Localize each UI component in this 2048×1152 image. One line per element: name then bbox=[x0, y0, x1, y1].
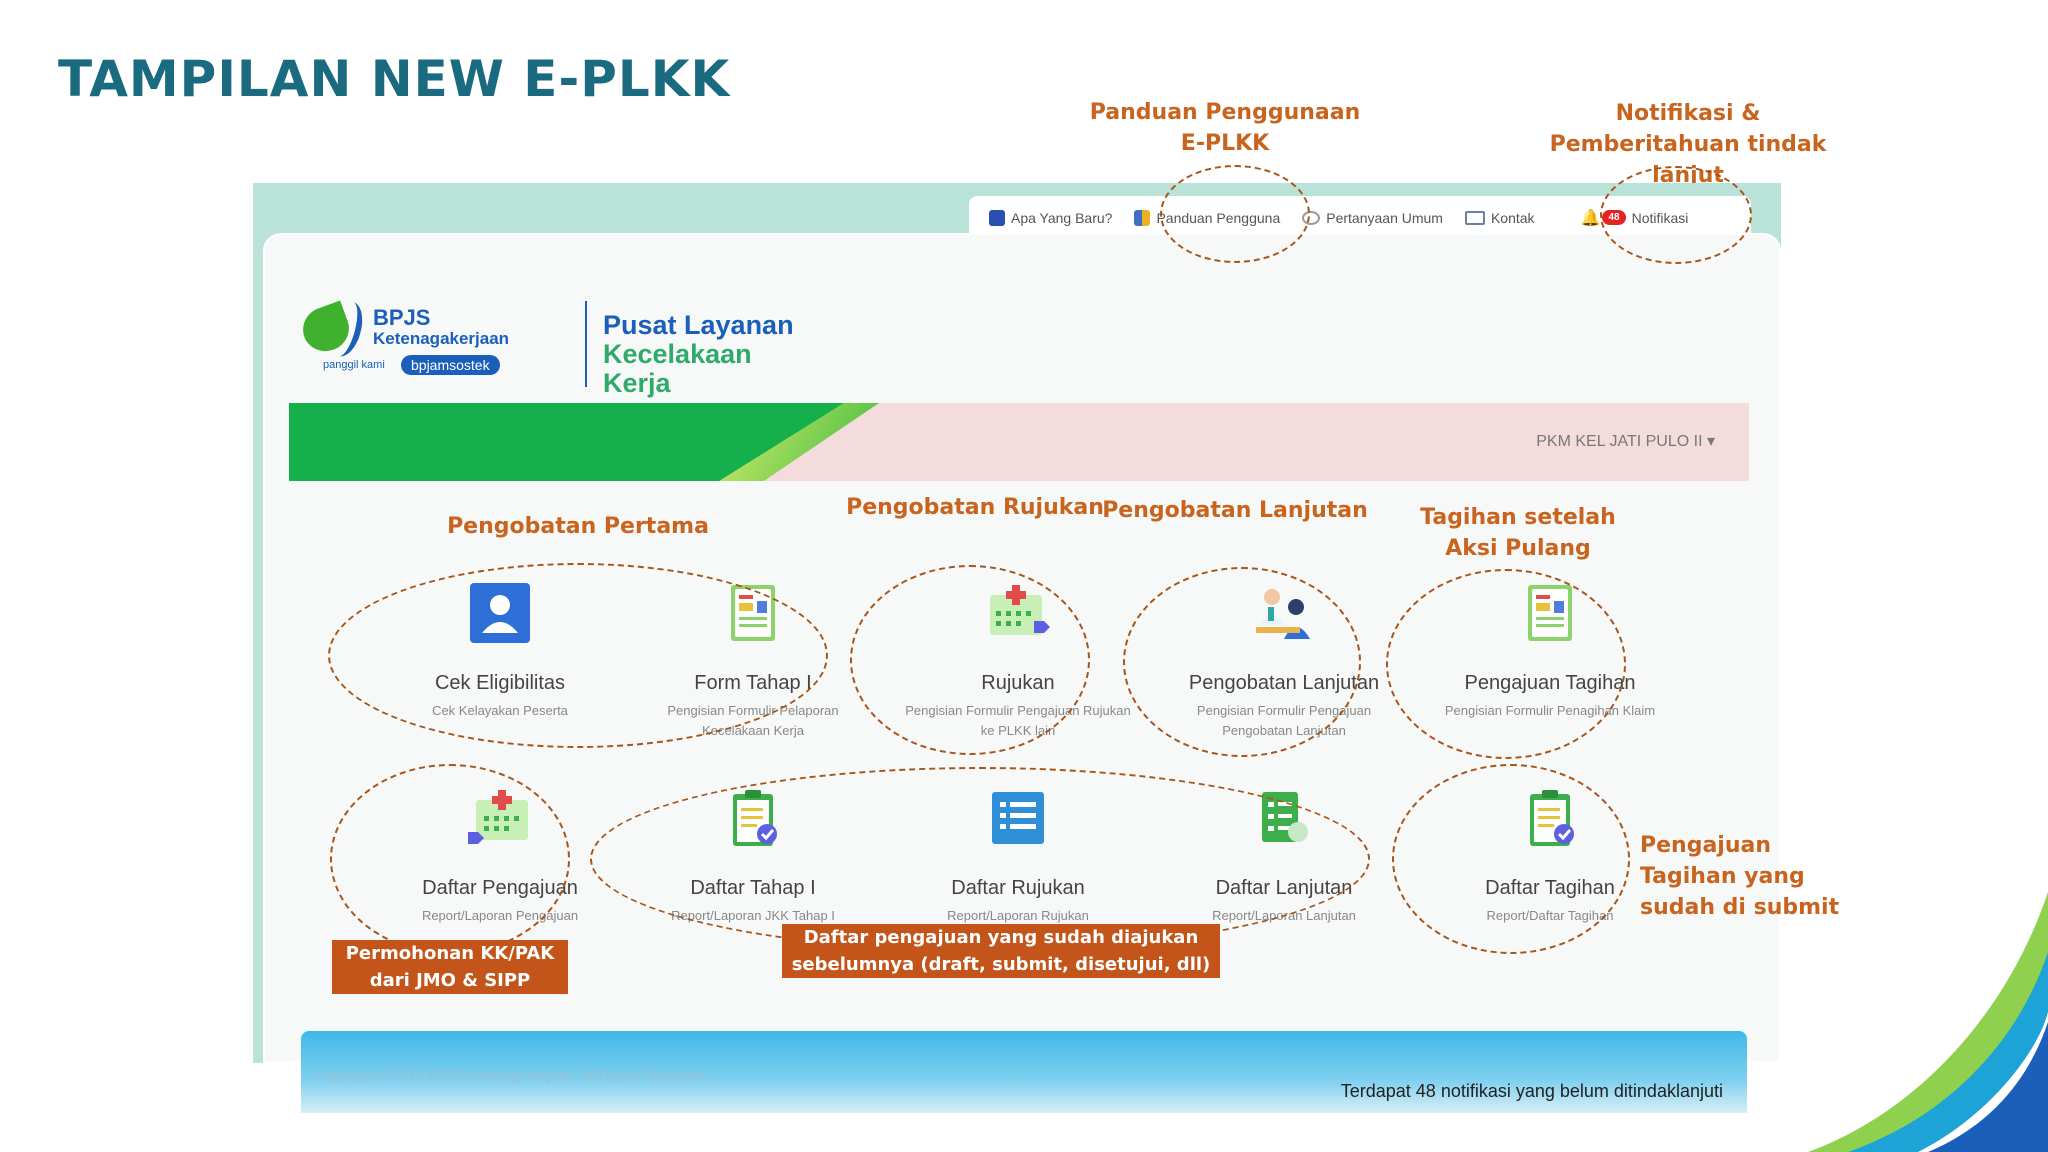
brand-bpjs: BPJS bbox=[373, 305, 431, 330]
callout-pengobatan-lanjutan: Pengobatan Lanjutan bbox=[1102, 498, 1368, 523]
eplkk-screenshot: Apa Yang Baru? Panduan Pengguna Pertanya… bbox=[253, 183, 1781, 1113]
hospital-referral-icon bbox=[990, 585, 1050, 635]
tile-pengobatan-lanjutan[interactable]: Pengobatan Lanjutan Pengisian Formulir P… bbox=[1169, 581, 1399, 741]
checklist-icon bbox=[1262, 792, 1308, 842]
tile-title: Daftar Tagihan bbox=[1485, 877, 1615, 899]
form-2-icon bbox=[1528, 585, 1572, 641]
tile-subtitle: Cek Kelayakan Peserta bbox=[432, 703, 568, 718]
tile-title: Daftar Lanjutan bbox=[1215, 877, 1353, 899]
main-panel: BPJS Ketenagakerjaan panggil kami bpjams… bbox=[263, 233, 1781, 1113]
callout-pengobatan-rujukan: Pengobatan Rujukan bbox=[846, 495, 1104, 520]
tile-title: Cek Eligibilitas bbox=[434, 672, 566, 694]
note-permohonan-text: Permohonan KK/PAK dari JMO & SIPP bbox=[345, 943, 555, 991]
nav-label: Notifikasi bbox=[1631, 209, 1689, 226]
tile-subtitle: Pengisian Formulir Pengajuan Rujukan ke … bbox=[905, 703, 1131, 738]
tile-title: Pengajuan Tagihan bbox=[1464, 672, 1636, 694]
tile-rujukan[interactable]: Rujukan Pengisian Formulir Pengajuan Ruj… bbox=[903, 581, 1133, 741]
tile-daftar-tahap-1[interactable]: Daftar Tahap I Report/Laporan JKK Tahap … bbox=[638, 786, 868, 926]
tile-subtitle: Report/Laporan Lanjutan bbox=[1212, 908, 1356, 923]
tile-subtitle: Report/Laporan Rujukan bbox=[947, 908, 1089, 923]
tile-daftar-lanjutan[interactable]: Daftar Lanjutan Report/Laporan Lanjutan bbox=[1169, 786, 1399, 926]
note-permohonan: Permohonan KK/PAK dari JMO & SIPP bbox=[332, 940, 568, 994]
note-daftar-pengajuan: Daftar pengajuan yang sudah diajukan seb… bbox=[782, 924, 1220, 978]
nav-pertanyaan-umum[interactable]: Pertanyaan Umum bbox=[1302, 210, 1443, 226]
tile-subtitle: Pengisian Formulir Penagihan Klaim bbox=[1444, 703, 1656, 718]
brand-divider bbox=[585, 301, 587, 387]
tile-title: Pengobatan Lanjutan bbox=[1188, 672, 1380, 694]
chat-bubble-icon bbox=[1302, 210, 1321, 225]
caret-down-icon: ▾ bbox=[1706, 433, 1715, 450]
tile-subtitle: Pengisian Formulir Pengajuan Pengobatan … bbox=[1196, 703, 1372, 738]
bell-icon: 🔔 bbox=[1580, 209, 1601, 227]
brand-jamsostek: bpjamsostek bbox=[401, 355, 500, 375]
nav-panduan-pengguna[interactable]: Panduan Pengguna bbox=[1134, 209, 1281, 226]
brand-ketenagakerjaan: Ketenagakerjaan bbox=[373, 329, 510, 348]
user-name: PKM KEL JATI PULO II bbox=[1536, 433, 1703, 450]
callout-notifikasi: Notifikasi & Pemberitahuan tindak lanjut bbox=[1549, 101, 1827, 188]
tile-subtitle: Report/Laporan JKK Tahap I bbox=[671, 908, 835, 923]
tile-daftar-rujukan[interactable]: Daftar Rujukan Report/Laporan Rujukan bbox=[903, 786, 1133, 926]
nav-label: Panduan Pengguna bbox=[1156, 209, 1281, 226]
nav-kontak[interactable]: Kontak bbox=[1464, 209, 1535, 226]
tile-pengajuan-tagihan[interactable]: Pengajuan Tagihan Pengisian Formulir Pen… bbox=[1435, 581, 1665, 721]
slide-title: TAMPILAN NEW E-PLKK bbox=[58, 50, 731, 108]
nav-apa-yang-baru[interactable]: Apa Yang Baru? bbox=[989, 209, 1113, 226]
tile-subtitle: Report/Laporan Pengajuan bbox=[421, 908, 579, 923]
top-navigation: Apa Yang Baru? Panduan Pengguna Pertanya… bbox=[969, 196, 1751, 239]
footer-bar: Copyright © 2014 BPJS Ketenagakerjaan. A… bbox=[301, 1031, 1747, 1113]
nav-notifikasi[interactable]: 🔔 48 Notifikasi bbox=[1581, 208, 1689, 228]
tile-subtitle: Pengisian Formulir Pelaporan Kecelakaan … bbox=[667, 703, 839, 738]
brand-header: BPJS Ketenagakerjaan panggil kami bpjams… bbox=[296, 298, 803, 398]
notification-summary[interactable]: Terdapat 48 notifikasi yang belum ditind… bbox=[1340, 1081, 1723, 1101]
patient-id-icon bbox=[470, 583, 530, 643]
tile-title: Daftar Rujukan bbox=[951, 877, 1085, 899]
callout-panduan: Panduan Penggunaan E-PLKK bbox=[1089, 100, 1361, 156]
book-icon bbox=[1134, 209, 1151, 226]
brand-panggil: panggil kami bbox=[323, 359, 385, 371]
brand-title-line1: Pusat Layanan bbox=[603, 310, 794, 340]
notification-badge: 48 bbox=[1602, 210, 1626, 225]
nav-label: Pertanyaan Umum bbox=[1326, 209, 1443, 226]
list-icon bbox=[992, 792, 1044, 844]
envelope-icon bbox=[1464, 210, 1485, 225]
brand-title: Pusat Layanan Kecelakaan Kerja bbox=[603, 311, 803, 398]
tile-cek-eligibilitas[interactable]: Cek Eligibilitas Cek Kelayakan Peserta bbox=[385, 581, 615, 721]
doctor-patient-icon bbox=[1256, 589, 1310, 639]
tile-title: Rujukan bbox=[981, 672, 1055, 694]
copyright-text: Copyright © 2014 BPJS Ketenagakerjaan. A… bbox=[315, 1067, 707, 1083]
hero-banner: PKM KEL JATI PULO II ▾ bbox=[289, 403, 1749, 481]
hospital-list-icon bbox=[468, 790, 528, 844]
decorative-swoosh bbox=[1808, 892, 2048, 1152]
tile-title: Daftar Tahap I bbox=[690, 877, 816, 899]
tile-title: Daftar Pengajuan bbox=[422, 877, 578, 899]
tile-subtitle: Report/Daftar Tagihan bbox=[1486, 908, 1614, 923]
info-icon bbox=[989, 209, 1005, 226]
callout-pengobatan-pertama: Pengobatan Pertama bbox=[447, 514, 709, 539]
nav-label: Apa Yang Baru? bbox=[1011, 209, 1113, 226]
user-menu[interactable]: PKM KEL JATI PULO II ▾ bbox=[1536, 431, 1715, 451]
tile-daftar-pengajuan[interactable]: Daftar Pengajuan Report/Laporan Pengajua… bbox=[385, 786, 615, 926]
callout-pengajuan-submit: Pengajuan Tagihan yang sudah di submit bbox=[1640, 833, 1840, 920]
tile-title: Form Tahap I bbox=[694, 672, 812, 694]
form-1-icon bbox=[731, 585, 775, 641]
nav-label: Kontak bbox=[1490, 209, 1535, 226]
brand-title-line2: Kecelakaan Kerja bbox=[603, 339, 752, 398]
tile-daftar-tagihan[interactable]: Daftar Tagihan Report/Daftar Tagihan bbox=[1435, 786, 1665, 926]
callout-tagihan-aksi-pulang: Tagihan setelah Aksi Pulang bbox=[1420, 505, 1616, 561]
clipboard-check-icon bbox=[733, 790, 777, 846]
tile-form-tahap-1[interactable]: Form Tahap I Pengisian Formulir Pelapora… bbox=[638, 581, 868, 741]
clipboard-check-icon bbox=[1530, 790, 1574, 846]
note-daftar-pengajuan-text: Daftar pengajuan yang sudah diajukan seb… bbox=[791, 927, 1211, 975]
